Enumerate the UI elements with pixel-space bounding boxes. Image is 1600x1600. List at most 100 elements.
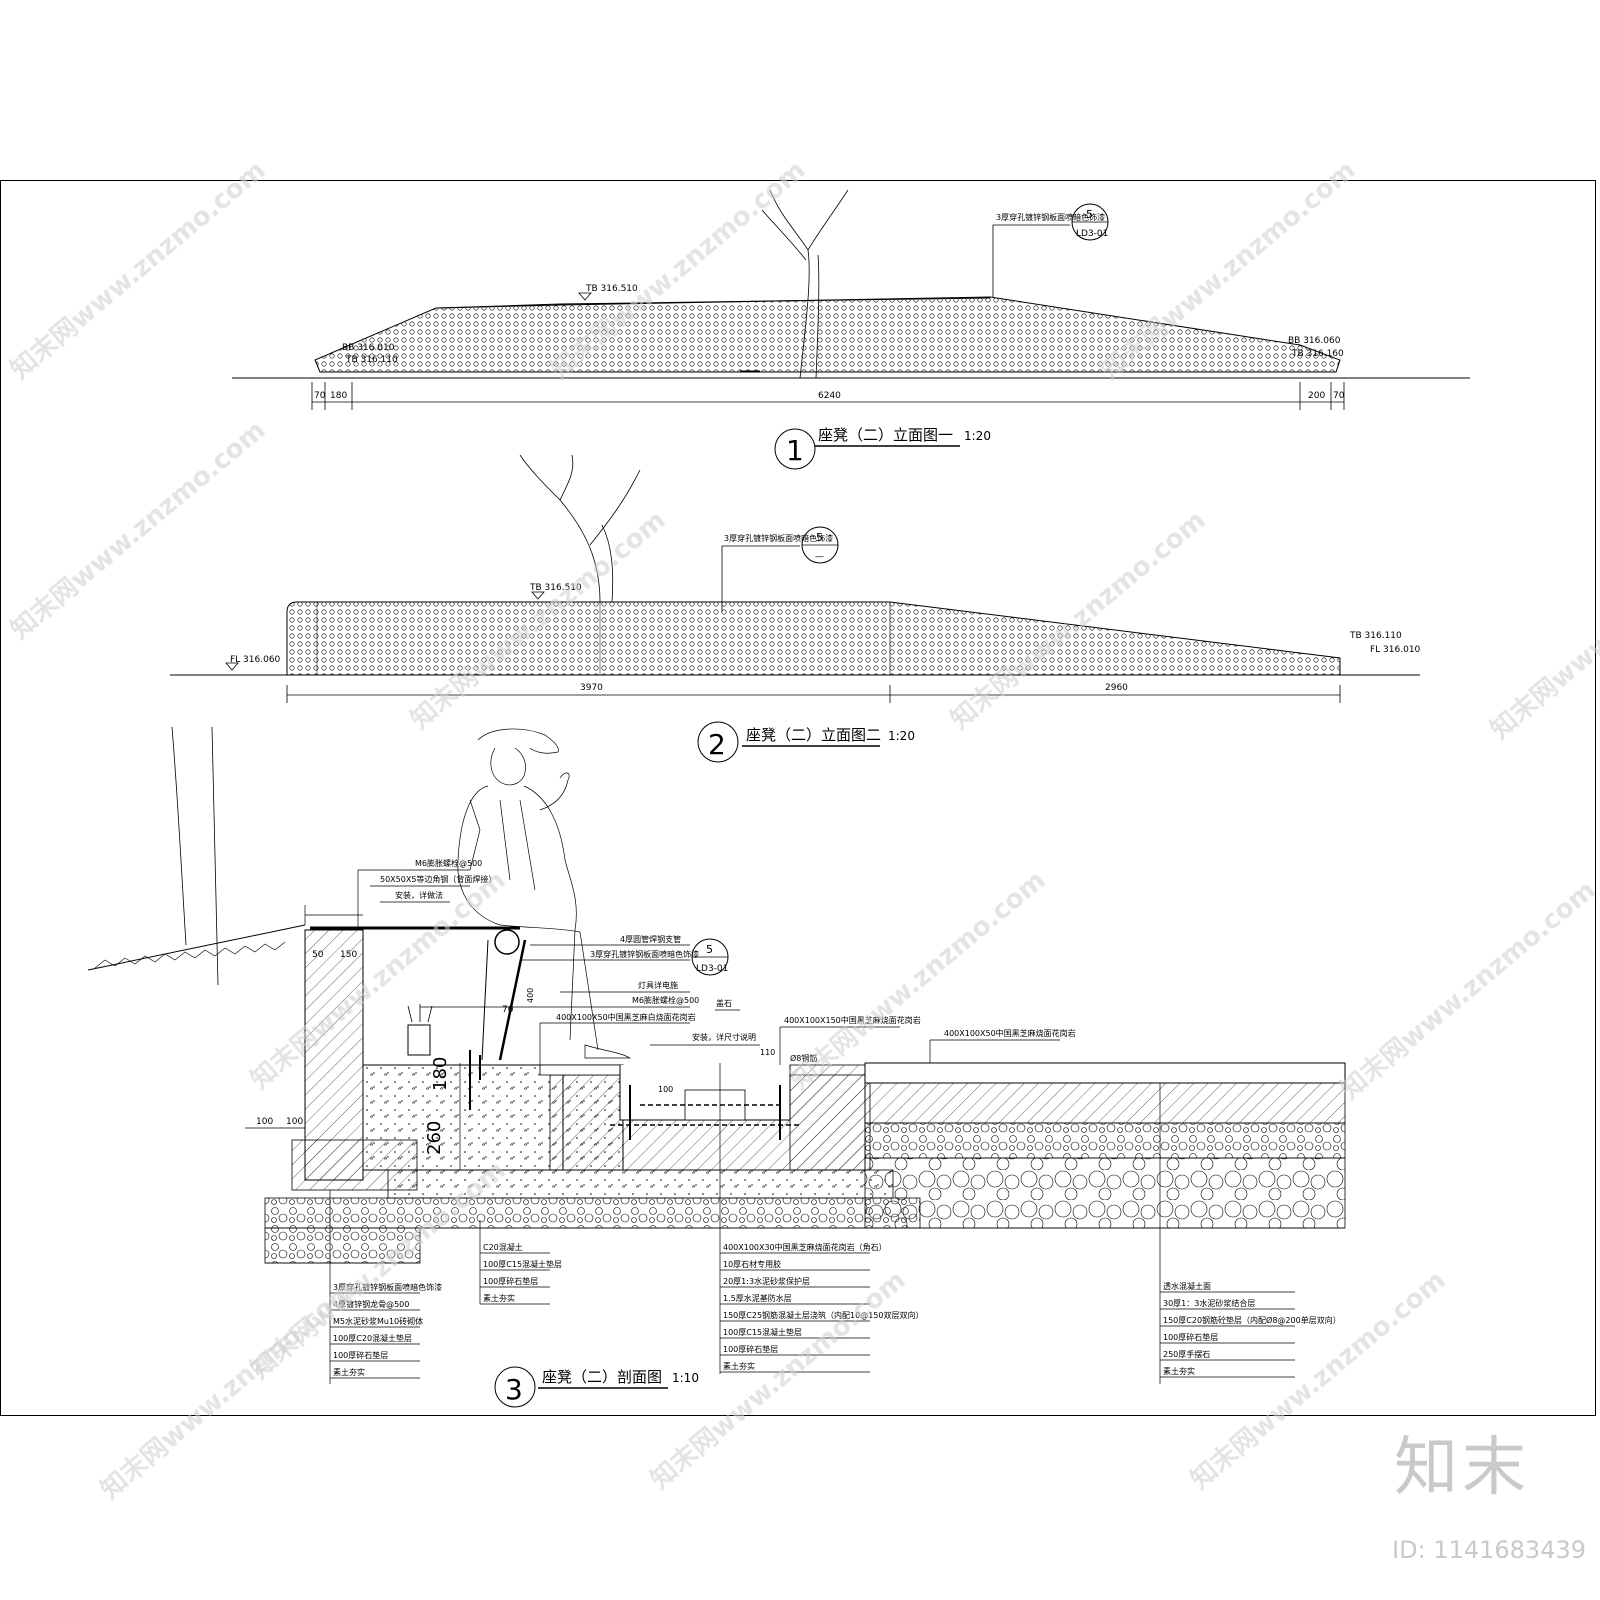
legend-item: 素土夯实 [723, 1361, 755, 1371]
dim-9: 110 [760, 1048, 775, 1057]
view1-right-tb: TB 316.160 [1291, 349, 1344, 359]
legend-item: 30厚1：3水泥砂浆结合层 [1163, 1298, 1255, 1308]
view3-ref-sheet: LD3-01 [696, 964, 728, 974]
view3-number: 3 [505, 1373, 523, 1406]
view2-material-note: 3厚穿孔镀锌钢板面喷暗色饰漆 [724, 533, 833, 543]
watermark-text: 知末网www.znzmo.com [785, 865, 1051, 1095]
dim-0: 50 [312, 950, 324, 960]
section-dims: 50 150 100 100 180 260 70 100 400 110 [245, 905, 775, 1170]
view1-dim-3: 200 [1308, 391, 1325, 401]
note-0: M6膨胀螺栓@500 [415, 858, 482, 868]
note-11: Ø8钢筋 [790, 1053, 817, 1063]
legend-item: 100厚C15混凝土垫层 [723, 1327, 802, 1337]
view1-dim-2: 6240 [818, 391, 841, 401]
legend-item: 透水混凝土面 [1163, 1281, 1211, 1291]
legend-item: 100厚C20混凝土垫层 [333, 1333, 412, 1343]
note-1: 50X50X5等边角钢（背面焊接） [380, 874, 496, 884]
note-9: 安装，详尺寸说明 [692, 1032, 756, 1042]
legend-item: 400X100X30中国黑芝麻烧面花岗岩（角石） [723, 1242, 887, 1252]
dim-8: 400 [526, 988, 535, 1003]
dim-1: 150 [340, 950, 357, 960]
dim-5: 260 [424, 1121, 445, 1155]
view3-ref-num: 5 [706, 943, 713, 956]
view2-left-fl: FL 316.060 [230, 655, 281, 665]
view2-number: 2 [708, 728, 726, 761]
dim-7: 100 [658, 1085, 673, 1094]
watermark-text: 知末网www.znzmo.com [95, 1275, 361, 1505]
note-10: 400X100X150中国黑芝麻烧面花岗岩 [784, 1015, 921, 1025]
legend-c: 400X100X30中国黑芝麻烧面花岗岩（角石） 10厚石材专用胶 20厚1:3水泥… [719, 1063, 923, 1374]
view1-ref-num: 5 [1086, 208, 1093, 221]
legend-item: 3厚穿孔镀锌钢板面喷暗色饰漆 [333, 1282, 442, 1292]
view1-right-bb: BB 316.060 [1288, 336, 1341, 346]
legend-item: 250厚手摆石 [1163, 1349, 1210, 1359]
dim-4: 180 [430, 1057, 451, 1091]
elevation-view-1: TB 316.510 BB 316.010 TB 316.110 BB 316.… [232, 189, 1470, 470]
legend-item: 100厚碎石垫层 [1163, 1332, 1218, 1342]
legend-item: 素土夯实 [1163, 1366, 1195, 1376]
view1-scale: 1:20 [964, 429, 991, 443]
legend-item: 150厚C20钢筋砼垫层（内配Ø8@200单层双向） [1163, 1315, 1341, 1325]
dim-3: 100 [286, 1117, 303, 1127]
view1-number: 1 [786, 434, 804, 467]
view1-dim-1: 180 [330, 391, 347, 401]
view1-dim-4: 70 [1333, 391, 1345, 401]
note-3: 4厚圆管焊钢支管 [620, 934, 681, 944]
note-2: 安装，详做法 [395, 890, 443, 900]
drawing-frame [0, 180, 1596, 1416]
note-5: 灯具详电施 [638, 980, 678, 990]
legend-item: 素土夯实 [333, 1367, 365, 1377]
view2-ref-sheet: — [815, 552, 824, 562]
view2-right-tb: TB 316.110 [1349, 631, 1402, 641]
watermark-text: 知末网www.znzmo.com [1335, 875, 1600, 1105]
note-12: 400X100X50中国黑芝麻烧面花岗岩 [944, 1028, 1076, 1038]
legend-item: 素土夯实 [483, 1293, 515, 1303]
watermark-text: 知末网www.znzmo.com [1485, 515, 1600, 745]
legend-d: 透水混凝土面 30厚1：3水泥砂浆结合层 150厚C20钢筋砼垫层（内配Ø8@200… [1159, 1083, 1341, 1384]
legend-item: 100厚碎石垫层 [483, 1276, 538, 1286]
watermark-text: 知末网www.znzmo.com [245, 865, 511, 1095]
note-6: M6膨胀螺栓@500 [632, 995, 699, 1005]
section-top-notes: M6膨胀螺栓@500 50X50X5等边角钢（背面焊接） 安装，详做法 4厚圆管… [357, 858, 1076, 1065]
legend-item: 150厚C25钢筋混凝土层浇筑（内配10@150双层双向） [723, 1310, 923, 1320]
section-view-3: M6膨胀螺栓@500 50X50X5等边角钢（背面焊接） 安装，详做法 4厚圆管… [87, 726, 1346, 1408]
legend-item: 4厚镀锌钢龙骨@500 [333, 1299, 409, 1309]
view2-dim-1: 2960 [1105, 683, 1128, 693]
view2-right-fl: FL 316.010 [1370, 645, 1421, 655]
legend-item: 100厚碎石垫层 [333, 1350, 388, 1360]
view2-top-level: TB 316.510 [529, 583, 582, 593]
legend-item: 20厚1:3水泥砂浆保护层 [723, 1276, 810, 1286]
person-figure [457, 728, 632, 1059]
dim-6: 70 [502, 1005, 514, 1015]
view2-dim-0: 3970 [580, 683, 603, 693]
image-id-label: ID: 1141683439 [1392, 1536, 1586, 1564]
view1-title: 座凳（二）立面图一 [818, 426, 953, 444]
legend-item: 100厚C15混凝土垫层 [483, 1259, 562, 1269]
legend-item: M5水泥砂浆Mu10砖砌体 [333, 1316, 423, 1326]
watermark-text: 知末网www.znzmo.com [5, 155, 271, 385]
legend-item: 10厚石材专用胶 [723, 1259, 781, 1269]
view1-dim-0: 70 [314, 391, 326, 401]
view2-ref-num: 5 [816, 531, 823, 544]
legend-item: C20混凝土 [483, 1242, 523, 1252]
note-8: 盖石 [716, 998, 732, 1008]
view2-scale: 1:20 [888, 729, 915, 743]
brand-logo: 知末 [1394, 1431, 1530, 1505]
view1-material-note: 3厚穿孔镀锌钢板面喷暗色饰漆 [996, 212, 1105, 222]
elevation-view-2: TB 316.510 FL 316.060 TB 316.110 FL 316.… [170, 454, 1421, 763]
view1-left-tb: TB 316.110 [345, 355, 398, 365]
dim-2: 100 [256, 1117, 273, 1127]
watermark-text: 知末网www.znzmo.com [5, 415, 271, 645]
view3-scale: 1:10 [672, 1371, 699, 1385]
legend-item: 100厚碎石垫层 [723, 1344, 778, 1354]
view1-left-bb: BB 316.010 [342, 343, 395, 353]
note-4: 3厚穿孔镀锌钢板面喷暗色饰漆 [590, 949, 699, 959]
view1-top-level: TB 316.510 [585, 284, 638, 294]
view3-title: 座凳（二）剖面图 [542, 1368, 662, 1386]
note-7: 400X100X50中国黑芝麻白烧面花岗岩 [556, 1012, 696, 1022]
legend-item: 1.5厚水泥基防水层 [723, 1293, 792, 1303]
view1-ref-sheet: LD3-01 [1076, 229, 1108, 239]
